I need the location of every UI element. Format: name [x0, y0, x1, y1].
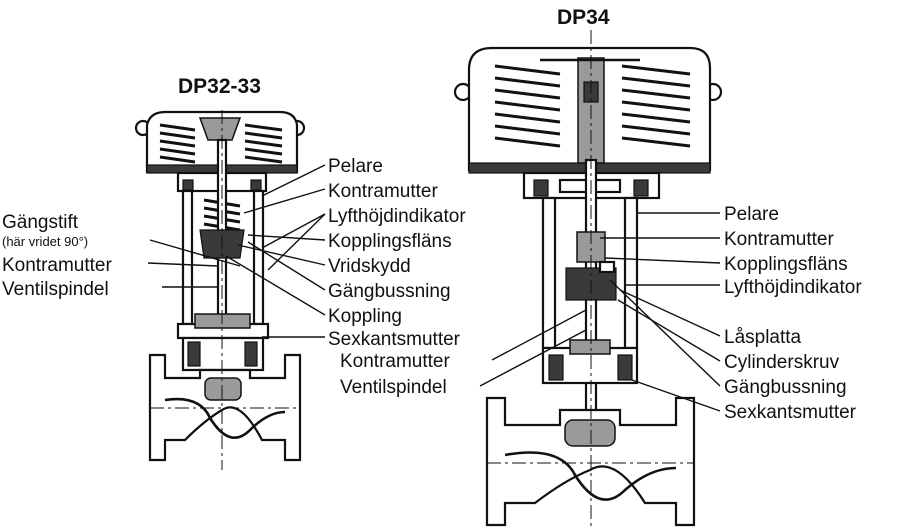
label-gangbussning-right: Gängbussning [724, 377, 847, 398]
label-cylinderskruv: Cylinderskruv [724, 352, 840, 373]
label-kontramutter-left: Kontramutter [328, 181, 438, 202]
label-gangbussning-left: Gängbussning [328, 281, 451, 302]
label-gangstift: Gängstift [2, 212, 79, 233]
label-kontramutter-right: Kontramutter [724, 229, 834, 250]
label-kopplingsflans-right: Kopplingsfläns [724, 254, 848, 275]
label-sexkantsmutter-right: Sexkantsmutter [724, 402, 857, 423]
label-pelare-right: Pelare [724, 204, 779, 225]
label-lyfthojdindikator-right: Lyfthöjdindikator [724, 277, 862, 298]
label-kontramutter-outer: Kontramutter [2, 255, 112, 276]
leader-lines-left [147, 164, 326, 338]
label-sexkantsmutter-left: Sexkantsmutter [328, 329, 461, 350]
label-vridskydd: Vridskydd [328, 256, 411, 277]
label-ventilspindel-inner: Ventilspindel [340, 377, 447, 398]
label-lasplatta: Låsplatta [724, 327, 802, 348]
label-gangstift-note: (här vridet 90°) [2, 234, 88, 249]
valve-dp34-drawing [453, 30, 723, 529]
label-ventilspindel-outer: Ventilspindel [2, 279, 109, 300]
label-koppling: Koppling [328, 306, 402, 327]
pillar-right [252, 189, 265, 326]
title-dp34: DP34 [557, 6, 610, 29]
valve-dp32-33-drawing [134, 110, 306, 470]
title-dp32-33: DP32-33 [178, 75, 261, 98]
label-kopplingsflans-left: Kopplingsfläns [328, 231, 452, 252]
pillar-left [181, 189, 194, 326]
label-pelare-left: Pelare [328, 156, 383, 177]
pillar-right [623, 196, 639, 350]
plug-right [564, 419, 616, 447]
plug-left [204, 377, 242, 401]
label-lyfthojdindikator-left: Lyfthöjdindikator [328, 206, 466, 227]
label-kontramutter-inner: Kontramutter [340, 351, 450, 372]
pillar-left [541, 196, 557, 350]
leader-lines-right [479, 212, 721, 412]
